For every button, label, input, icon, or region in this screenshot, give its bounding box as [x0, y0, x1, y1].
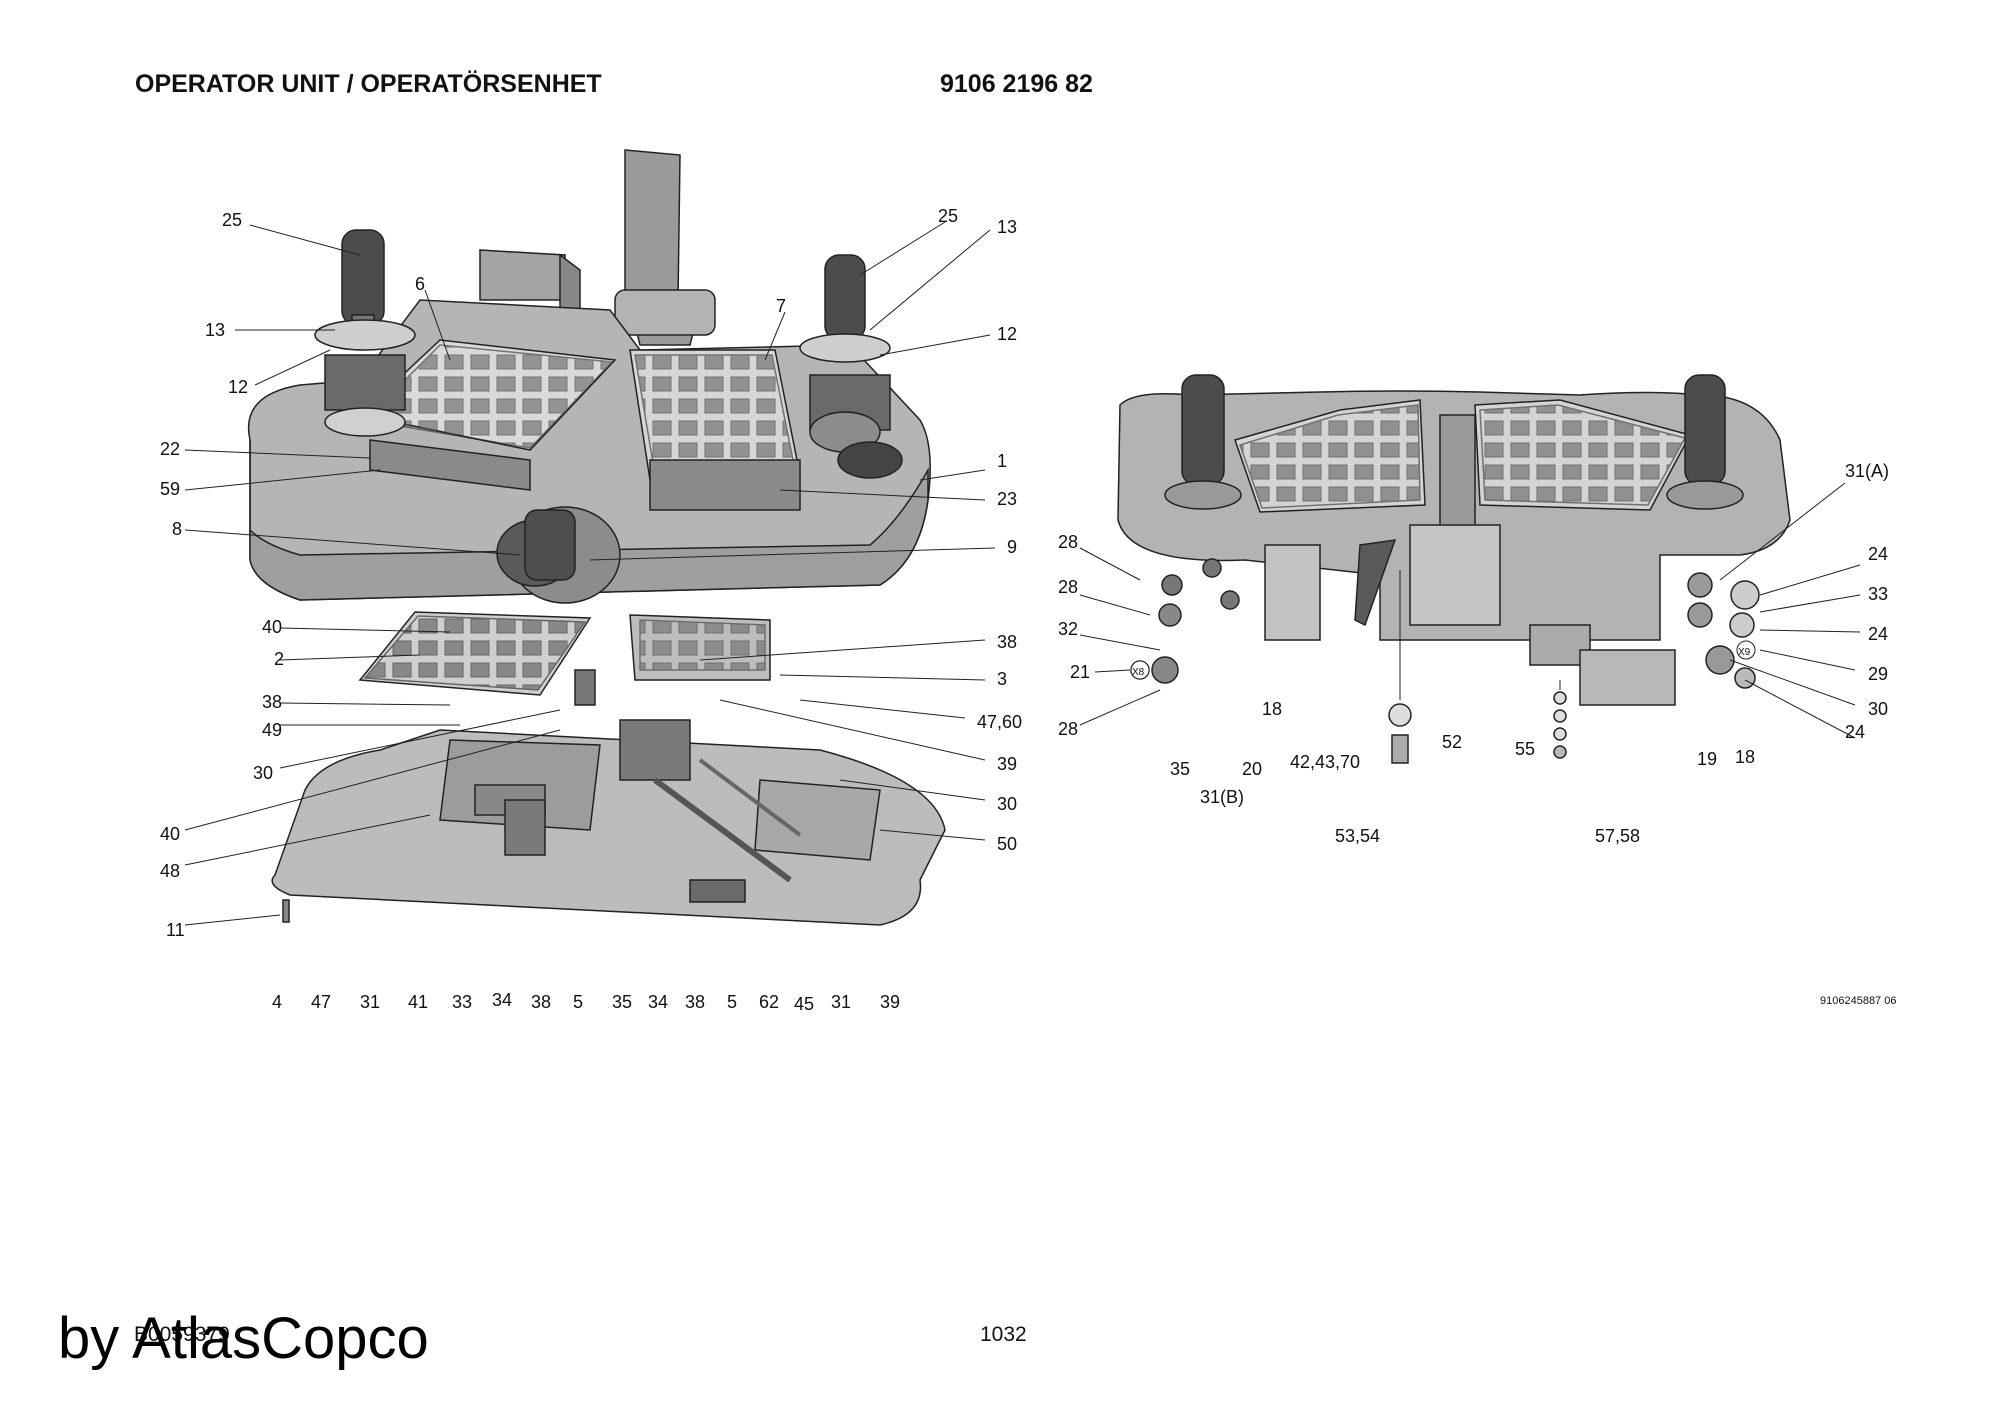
- left-exploded-view: [247, 149, 946, 926]
- label-3: 3: [997, 669, 1007, 689]
- label-x8: X8: [1132, 667, 1145, 678]
- label-28b: 28: [1058, 577, 1078, 597]
- label-31a: 31: [360, 992, 380, 1012]
- label-52: 52: [1442, 732, 1462, 752]
- left-joystick: [314, 229, 416, 437]
- label-39a: 39: [997, 754, 1017, 774]
- brand-watermark: by AtlasCopco: [58, 1306, 429, 1371]
- right-joystick: [799, 254, 903, 479]
- label-35r: 35: [1170, 759, 1190, 779]
- label-55: 55: [1515, 739, 1535, 759]
- label-7: 7: [776, 296, 786, 316]
- right-rear-view: [1117, 374, 1791, 764]
- label-62: 62: [759, 992, 779, 1012]
- label-31b-r: 31(B): [1200, 787, 1244, 807]
- label-38a: 38: [262, 692, 282, 712]
- base-plate-4: [271, 729, 946, 926]
- label-5a: 5: [573, 992, 583, 1012]
- label-24b: 24: [1868, 624, 1888, 644]
- label-34b: 34: [648, 992, 668, 1012]
- label-28c: 28: [1058, 719, 1078, 739]
- label-22: 22: [160, 439, 180, 459]
- label-38b: 38: [997, 632, 1017, 652]
- label-47-60: 47,60: [977, 712, 1022, 732]
- label-18b: 18: [1735, 747, 1755, 767]
- label-31b: 31: [831, 992, 851, 1012]
- label-32: 32: [1058, 619, 1078, 639]
- label-30b: 30: [997, 794, 1017, 814]
- label-40b: 40: [160, 824, 180, 844]
- leader-lines: [184, 221, 1861, 926]
- label-31a-r: 31(A): [1845, 461, 1889, 481]
- document-code: B0059379: [134, 1323, 230, 1346]
- label-18a: 18: [1262, 699, 1282, 719]
- label-29: 29: [1868, 664, 1888, 684]
- label-38c: 38: [531, 992, 551, 1012]
- label-24c: 24: [1845, 722, 1865, 742]
- page-title: OPERATOR UNIT / OPERATÖRSENHET: [135, 70, 602, 98]
- label-47: 47: [311, 992, 331, 1012]
- label-30a: 30: [253, 763, 273, 783]
- label-53-54: 53,54: [1335, 826, 1380, 846]
- connector-tags: X8 X9: [1130, 640, 1756, 680]
- label-4: 4: [272, 992, 282, 1012]
- part-number: 9106 2196 82: [940, 70, 1093, 98]
- label-42-43-70: 42,43,70: [1290, 752, 1360, 772]
- label-34a: 34: [492, 990, 512, 1010]
- label-13b: 13: [997, 217, 1017, 237]
- label-48: 48: [160, 861, 180, 881]
- label-28a: 28: [1058, 532, 1078, 552]
- label-25a: 25: [222, 210, 242, 230]
- label-40a: 40: [262, 617, 282, 637]
- label-2: 2: [274, 649, 284, 669]
- label-59: 59: [160, 479, 180, 499]
- label-8: 8: [172, 519, 182, 539]
- page-number: 1032: [980, 1323, 1027, 1346]
- label-33r: 33: [1868, 584, 1888, 604]
- label-50: 50: [997, 834, 1017, 854]
- callout-labels-right: 28 28 32 21 28 35 31(B) 20 18 42,43,70 5…: [1058, 461, 1889, 846]
- label-38d: 38: [685, 992, 705, 1012]
- label-30r: 30: [1868, 699, 1888, 719]
- label-25b: 25: [938, 206, 958, 226]
- label-49: 49: [262, 720, 282, 740]
- label-12a: 12: [228, 377, 248, 397]
- callout-labels-left: 25 13 12 6 7 22 59 8 40 2 38 49 30 40 48…: [160, 206, 1022, 1014]
- label-6: 6: [415, 274, 425, 294]
- label-13a: 13: [205, 320, 225, 340]
- image-reference: 9106245887 06: [1820, 995, 1897, 1007]
- label-11: 11: [166, 920, 185, 940]
- label-39b: 39: [880, 992, 900, 1012]
- label-20: 20: [1242, 759, 1262, 779]
- label-19: 19: [1697, 749, 1717, 769]
- label-9: 9: [1007, 537, 1017, 557]
- label-21: 21: [1070, 662, 1090, 682]
- label-x9: X9: [1738, 647, 1751, 658]
- label-23: 23: [997, 489, 1017, 509]
- label-5b: 5: [727, 992, 737, 1012]
- label-24a: 24: [1868, 544, 1888, 564]
- label-1: 1: [997, 451, 1007, 471]
- label-35: 35: [612, 992, 632, 1012]
- label-33: 33: [452, 992, 472, 1012]
- label-41: 41: [408, 992, 428, 1012]
- label-12b: 12: [997, 324, 1017, 344]
- label-57-58: 57,58: [1595, 826, 1640, 846]
- label-45: 45: [794, 994, 814, 1014]
